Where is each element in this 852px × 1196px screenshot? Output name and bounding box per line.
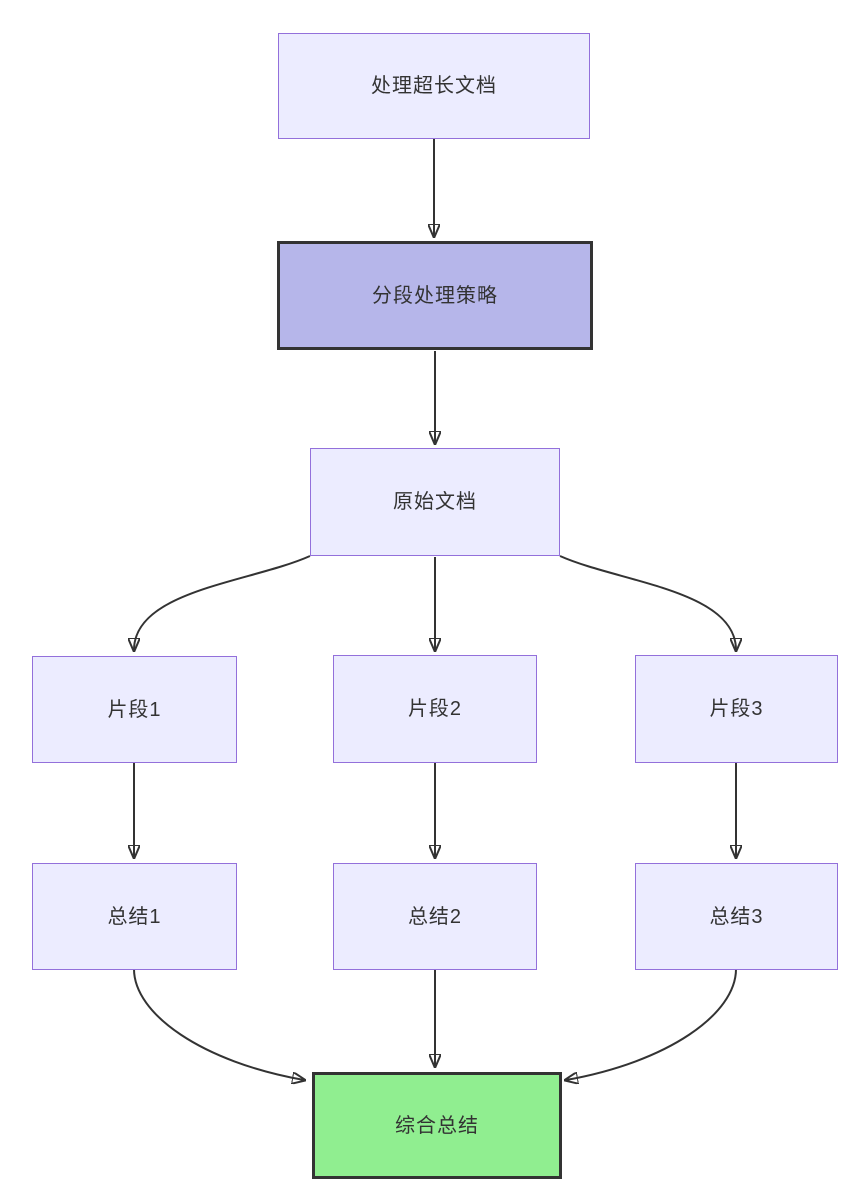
edge-original-to-fragment1 [134,555,311,650]
node-segmentation-strategy: 分段处理策略 [277,241,593,350]
node-label: 综合总结 [395,1114,479,1137]
node-summary-2: 总结2 [333,863,537,970]
node-label: 处理超长文档 [371,75,497,97]
edge-summary3-to-final [566,968,737,1080]
node-original-document: 原始文档 [310,448,560,556]
node-fragment-1: 片段1 [32,656,237,763]
node-summary-1: 总结1 [32,863,237,970]
node-fragment-3: 片段3 [635,655,838,763]
node-label: 总结3 [709,905,764,928]
node-label: 片段1 [107,698,162,721]
edge-original-to-fragment3 [559,555,736,650]
node-label: 片段2 [407,698,463,720]
node-process-long-document: 处理超长文档 [278,33,590,139]
node-label: 总结1 [107,905,162,928]
node-label: 片段3 [709,698,764,720]
node-label: 原始文档 [393,491,477,513]
node-fragment-2: 片段2 [333,655,537,763]
node-final-summary: 综合总结 [312,1072,562,1179]
edge-summary1-to-final [133,968,304,1080]
node-label: 总结2 [407,905,463,928]
node-summary-3: 总结3 [635,863,838,970]
node-label: 分段处理策略 [372,284,498,307]
